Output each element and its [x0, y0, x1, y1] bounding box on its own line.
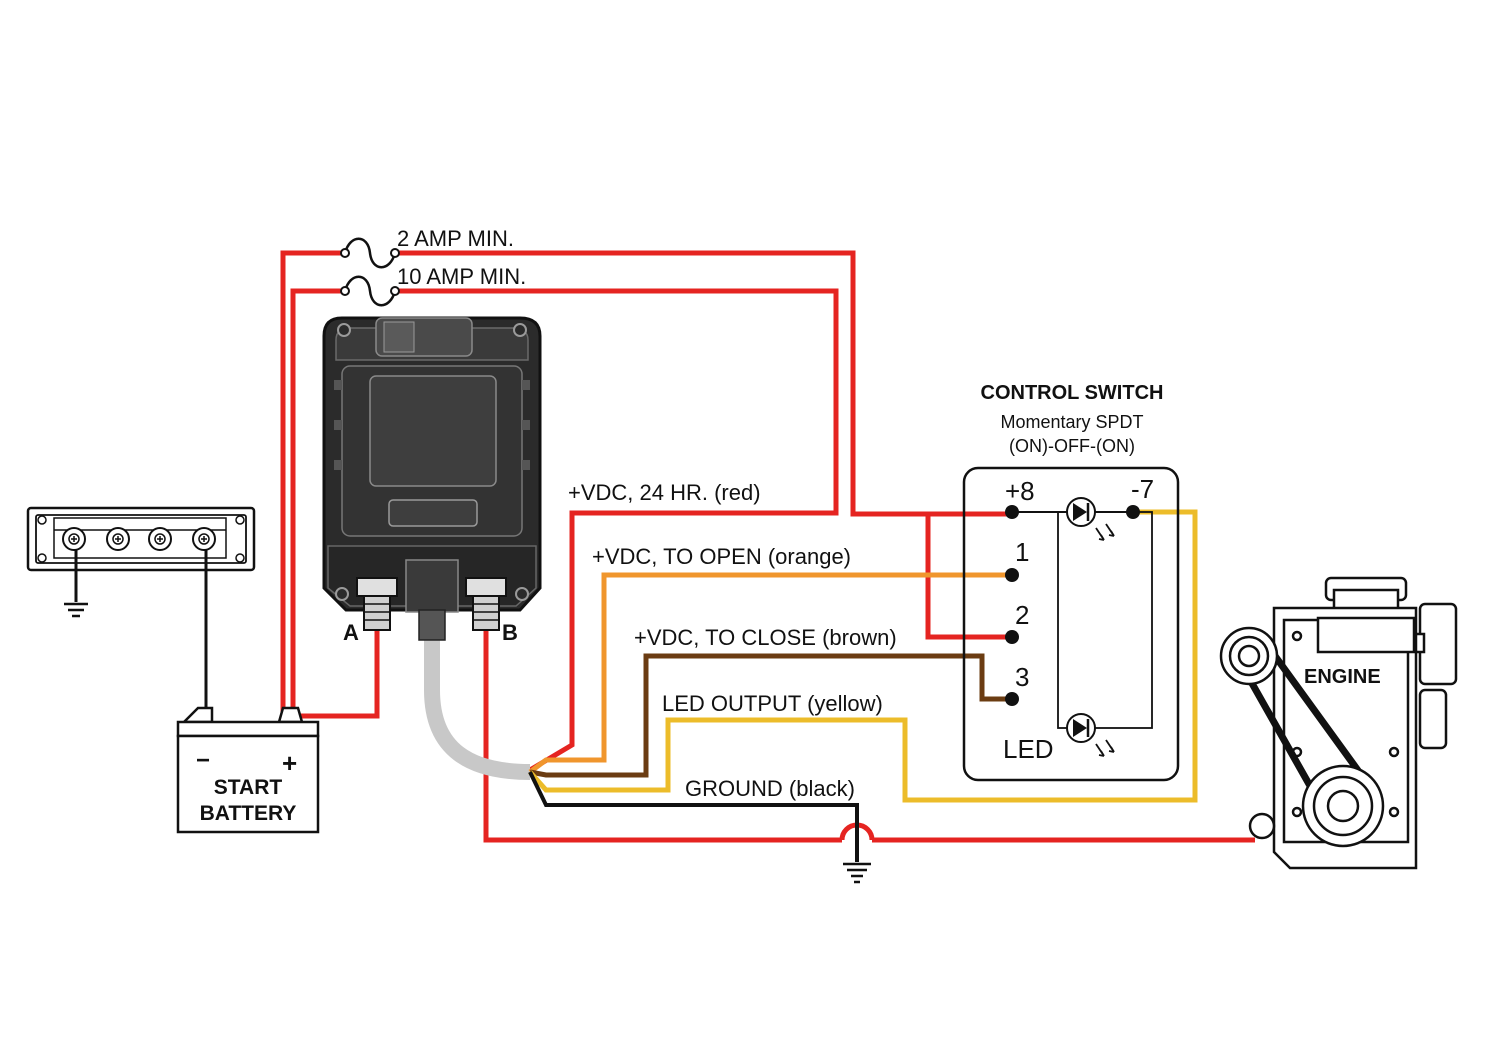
- brown-wire: [529, 653, 1012, 778]
- terminal-a-label: A: [343, 620, 359, 645]
- control-switch-title: CONTROL SWITCH: [981, 382, 1164, 404]
- engine-label: ENGINE: [1304, 666, 1381, 688]
- control-switch: [962, 466, 1180, 782]
- fuse-10amp-label: 10 AMP MIN.: [397, 264, 526, 289]
- label-to-close: +VDC, TO CLOSE (brown): [634, 625, 897, 650]
- start-battery: [176, 706, 320, 834]
- pin-1-dot: [1005, 568, 1019, 582]
- remote-battery-switch: [322, 316, 542, 641]
- bus-terminal-1: [62, 527, 86, 551]
- pin-minus7-dot: [1126, 505, 1140, 519]
- label-led-output: LED OUTPUT (yellow): [662, 691, 883, 716]
- terminal-b-post: [465, 577, 507, 631]
- pin-2-dot: [1005, 630, 1019, 644]
- pin-1-label: 1: [1015, 537, 1029, 567]
- pin-minus7-label: -7: [1131, 474, 1154, 504]
- terminal-a-post: [356, 577, 398, 631]
- pin-3-dot: [1005, 692, 1019, 706]
- battery-plus-sign: +: [282, 748, 297, 778]
- red-wires: [280, 250, 1255, 843]
- bus-terminal-4: [192, 527, 216, 551]
- battery-label-battery: BATTERY: [200, 802, 297, 825]
- pin-plus8-label: +8: [1005, 476, 1035, 506]
- fuse-10amp: [340, 275, 400, 307]
- pin-plus8-dot: [1005, 505, 1019, 519]
- led-label: LED: [1003, 734, 1054, 764]
- battery-minus-sign: −: [196, 747, 210, 774]
- gray-cable: [424, 638, 531, 780]
- bus-terminal-3: [148, 527, 172, 551]
- battery-label-start: START: [214, 776, 283, 799]
- label-ground: GROUND (black): [685, 776, 855, 801]
- fuse-2amp: [340, 237, 400, 269]
- black-ground-wire: [528, 771, 859, 862]
- bus-bar: [26, 506, 256, 572]
- pin-2-label: 2: [1015, 600, 1029, 630]
- bus-ground-symbol: [64, 550, 88, 618]
- label-to-open: +VDC, TO OPEN (orange): [592, 544, 851, 569]
- main-ground-symbol: [843, 862, 871, 884]
- label-vdc-24hr: +VDC, 24 HR. (red): [568, 480, 761, 505]
- control-switch-type: Momentary SPDT: [1000, 412, 1143, 432]
- fuse-2amp-label: 2 AMP MIN.: [397, 226, 514, 251]
- led-top-icon: [1066, 497, 1115, 541]
- engine: [1219, 576, 1458, 870]
- bus-terminal-2: [106, 527, 130, 551]
- yellow-wire: [528, 509, 1198, 803]
- led-bottom-icon: [1066, 713, 1115, 757]
- control-switch-mode: (ON)-OFF-(ON): [1009, 436, 1135, 456]
- pin-3-label: 3: [1015, 662, 1029, 692]
- terminal-b-label: B: [502, 620, 518, 645]
- orange-wire: [528, 572, 1012, 774]
